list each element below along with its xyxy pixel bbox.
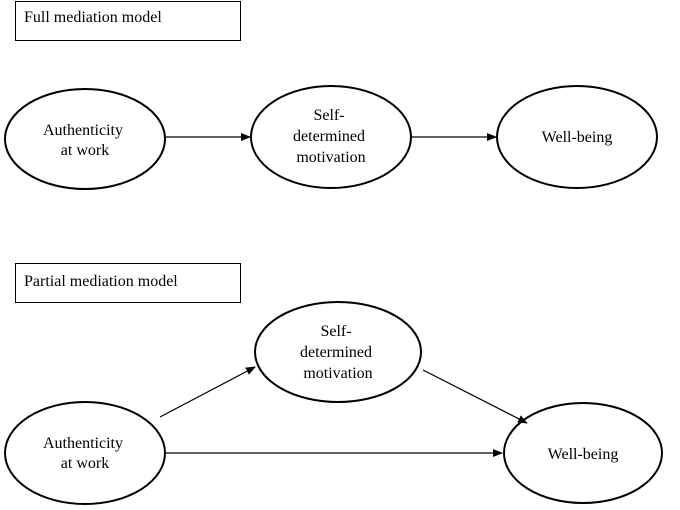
partial-authenticity-to-motivation-arrow xyxy=(159,366,256,418)
full-authenticity-node xyxy=(4,88,166,190)
partial-mediation-model: Partial mediation model Self- determined… xyxy=(4,263,663,505)
full-mediation-model: Full mediation model Authenticity at wor… xyxy=(4,1,658,190)
full-wellbeing-label: Well-being xyxy=(542,129,613,146)
partial-motivation-to-wellbeing-arrow xyxy=(422,369,528,424)
full-motivation-label: Self- determined motivation xyxy=(293,107,369,166)
full-model-title: Full mediation model xyxy=(24,9,162,26)
full-motivation-node xyxy=(250,85,412,189)
partial-model-title: Partial mediation model xyxy=(24,273,178,290)
full-wellbeing-node xyxy=(496,85,658,189)
partial-motivation-node xyxy=(254,301,422,403)
partial-wellbeing-label: Well-being xyxy=(548,446,619,463)
partial-authenticity-label: Authenticity at work xyxy=(43,435,127,472)
partial-authenticity-node xyxy=(4,401,166,505)
full-model-title-frame xyxy=(15,1,241,41)
full-authenticity-label: Authenticity at work xyxy=(43,122,127,159)
partial-wellbeing-node xyxy=(503,402,663,504)
partial-model-title-frame xyxy=(15,263,241,303)
partial-motivation-label: Self- determined motivation xyxy=(300,323,376,382)
